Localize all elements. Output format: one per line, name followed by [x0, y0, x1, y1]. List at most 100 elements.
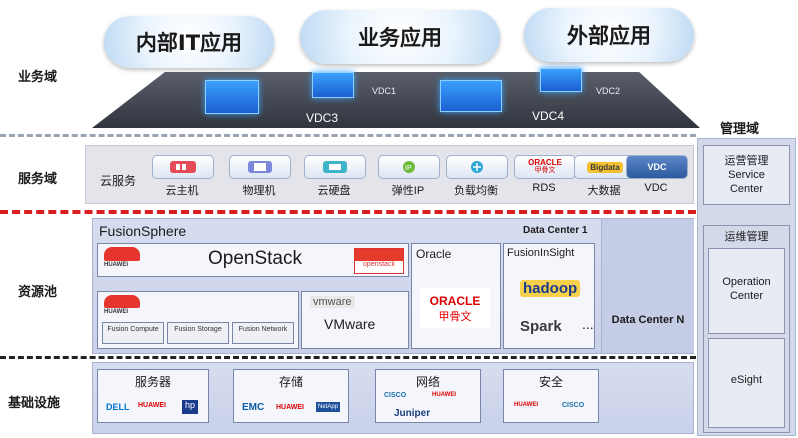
fusioninsight-label: FusionInSight: [507, 247, 575, 259]
network-title: 网络: [415, 375, 440, 389]
dell-logo: DELL: [106, 402, 130, 412]
hadoop-logo: hadoop: [520, 280, 581, 297]
storage-box: 存储 EMC HUAWEI NetApp: [233, 369, 349, 423]
cloud-disk-icon[interactable]: [304, 155, 366, 179]
servers-title: 服务器: [134, 375, 171, 389]
operation-center-box: Operation Center: [708, 248, 785, 334]
netapp-logo: NetApp: [316, 402, 341, 412]
openstack-label: OpenStack: [208, 248, 302, 269]
servers-box: 服务器 DELL HUAWEI hp: [97, 369, 209, 423]
network-box: 网络 CISCO HUAWEI Juniper: [375, 369, 481, 423]
fusionsphere-title: FusionSphere: [99, 223, 187, 239]
more-ellipsis: ...: [582, 316, 594, 332]
server-rack-vdc2: [540, 68, 582, 92]
oracle-label: Oracle: [416, 247, 452, 261]
spark-logo: Spark: [520, 318, 562, 335]
management-domain-label: 管理域: [720, 122, 760, 137]
cloud-internal-it: 内部IT应用: [104, 16, 274, 68]
vdc3-label: VDC3: [306, 111, 339, 125]
operation-center-label: Operation Center: [722, 276, 771, 302]
ops-label: 运营管理: [724, 155, 769, 167]
cisco-logo: CISCO: [384, 392, 407, 399]
emc-logo: EMC: [242, 402, 265, 413]
server-rack-vdc3: [205, 80, 259, 114]
esight-label: eSight: [730, 374, 763, 386]
fusioninsight-box: FusionInSight hadoop Spark ...: [503, 243, 595, 349]
huawei-logo-icon: [104, 295, 140, 308]
vdc-service-icon-text: VDC: [647, 162, 667, 172]
service-center-box: 运营管理 Service Center: [703, 145, 790, 205]
openstack-logo-icon: openstack: [354, 248, 404, 274]
huawei-logo-text: HUAWEI: [104, 262, 128, 268]
cloud-business-apps: 业务应用: [300, 10, 500, 64]
datacenter1-label: Data Center 1: [523, 225, 588, 236]
huawei-logo: HUAWEI: [138, 402, 166, 409]
svc-item-eip: 弹性IP: [391, 185, 425, 197]
fusion-storage-box: Fusion Storage: [167, 322, 229, 344]
huawei-logo: HUAWEI: [276, 404, 304, 411]
oracle-box: Oracle ORACLE 甲骨文: [411, 243, 501, 349]
physical-server-icon[interactable]: [229, 155, 291, 179]
elastic-ip-icon[interactable]: IP: [378, 155, 440, 179]
business-service-separator: [0, 134, 696, 137]
cisco-logo: CISCO: [562, 402, 585, 409]
bigdata-icon[interactable]: Bigdata: [574, 155, 636, 179]
infra-band: 服务器 DELL HUAWEI hp 存储 EMC HUAWEI NetApp …: [92, 362, 694, 434]
vdc1-label: VDC1: [372, 86, 397, 96]
cloud-external-apps: 外部应用: [524, 8, 694, 62]
security-box: 安全 HUAWEI CISCO: [503, 369, 599, 423]
maint-label: 运维管理: [724, 231, 769, 243]
service-resource-separator: [0, 210, 696, 214]
openstack-logo-text: openstack: [363, 261, 395, 268]
infra-domain-label: 基础设施: [8, 396, 61, 411]
resource-domain-label: 资源池: [18, 285, 58, 300]
svc-item-physical: 物理机: [242, 185, 276, 197]
esight-box: eSight: [708, 338, 785, 428]
vmware-label: VMware: [324, 316, 376, 332]
rds-oracle-sub: 甲骨文: [534, 167, 556, 174]
svc-item-vdc: VDC: [644, 182, 668, 194]
huawei-logo-icon: [104, 247, 140, 261]
resource-pool-panel: FusionSphere Data Center 1 HUAWEI OpenSt…: [92, 218, 694, 354]
svc-item-lb: 负载均衡: [454, 185, 498, 197]
vm-service-icon[interactable]: [152, 155, 214, 179]
rds-oracle-logo: ORACLE: [528, 158, 562, 167]
vmware-box: vmware VMware: [301, 291, 409, 349]
oracle-logo-text: ORACLE: [429, 294, 481, 308]
load-balancer-icon[interactable]: [446, 155, 508, 179]
huawei-logo: HUAWEI: [432, 392, 456, 398]
security-title: 安全: [538, 375, 563, 389]
datacenter-n-panel: Data Center N: [601, 219, 694, 353]
oracle-logo: ORACLE 甲骨文: [420, 288, 490, 328]
management-column: 运营管理 Service Center 运维管理 Operation Cente…: [697, 138, 796, 436]
oracle-logo-cn: 甲骨文: [438, 311, 472, 323]
hp-logo: hp: [182, 400, 198, 414]
openstack-box: HUAWEI OpenStack openstack: [97, 243, 409, 277]
svc-item-disk: 云硬盘: [317, 185, 351, 197]
server-rack-vdc4: [440, 80, 502, 112]
svc-item-bigdata: 大数据: [587, 185, 621, 197]
vdc-service-icon[interactable]: VDC: [626, 155, 688, 179]
storage-title: 存储: [278, 375, 303, 389]
cloud-service-label: 云服务: [100, 174, 137, 188]
business-domain-label: 业务域: [18, 70, 58, 85]
vdc-plane: [92, 72, 700, 128]
svc-item-vm: 云主机: [165, 185, 199, 197]
vdc2-label: VDC2: [596, 86, 621, 96]
bigdata-icon-text: Bigdata: [587, 161, 623, 173]
vdc4-label: VDC4: [532, 109, 565, 123]
service-center-label: Service Center: [728, 169, 765, 195]
fusion-compute-box: Fusion Compute: [102, 322, 164, 344]
datacenter-n-label: Data Center N: [611, 314, 685, 326]
rds-oracle-icon[interactable]: ORACLE 甲骨文: [514, 155, 576, 179]
resource-infra-separator: [0, 356, 696, 359]
service-band: 云服务 IP ORACLE 甲骨文 Bigdata VDC 云主机 物理机 云硬…: [85, 145, 694, 204]
svg-text:IP: IP: [405, 165, 412, 172]
maintenance-box: 运维管理 Operation Center eSight: [703, 225, 790, 433]
huawei-logo-text: HUAWEI: [104, 309, 128, 315]
svc-item-rds: RDS: [532, 182, 556, 194]
huawei-logo: HUAWEI: [514, 402, 538, 408]
service-domain-label: 服务域: [18, 172, 58, 187]
fusion-network-box: Fusion Network: [232, 322, 294, 344]
fusion-box: HUAWEI Fusion Compute Fusion Storage Fus…: [97, 291, 299, 349]
